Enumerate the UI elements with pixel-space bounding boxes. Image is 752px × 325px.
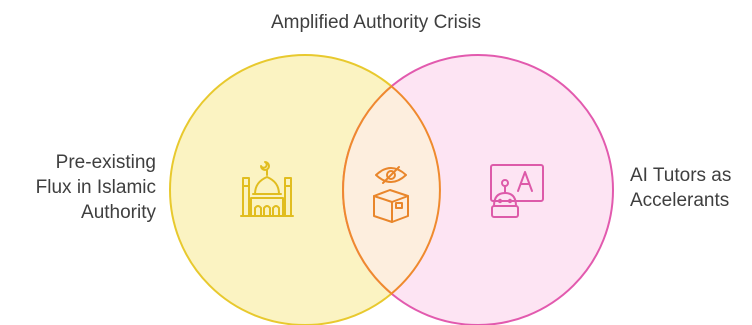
mosque-icon xyxy=(240,161,294,217)
right-circle-label: AI Tutors as Accelerants xyxy=(630,165,732,211)
intersection-region xyxy=(343,55,440,325)
book-eye-icon xyxy=(373,166,409,223)
intersection-outline xyxy=(342,85,441,295)
robot-tutor-icon xyxy=(490,164,544,218)
left-circle-label: Pre-existing Flux in Islamic Authority xyxy=(35,152,156,223)
diagram-title: Amplified Authority Crisis xyxy=(270,12,482,33)
